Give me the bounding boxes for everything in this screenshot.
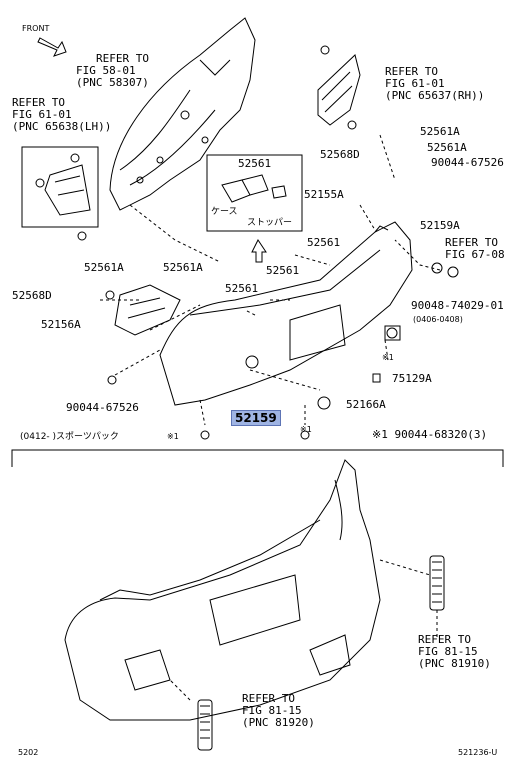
part-52561-inset[interactable]: 52561 bbox=[238, 157, 272, 170]
ref-fig61-rh-line1: REFER TO bbox=[385, 65, 438, 78]
part-90044-bottom[interactable]: 90044-67526 bbox=[66, 401, 139, 414]
ref-fig61-lh-line3: (PNC 65638(LH)) bbox=[12, 120, 112, 133]
part-52561a-mid[interactable]: 52561A bbox=[427, 141, 467, 154]
ref-fig81-b-line3: (PNC 81920) bbox=[242, 716, 315, 729]
ref-fig58-line3: (PNC 58307) bbox=[76, 76, 149, 89]
left-lamp-bracket bbox=[44, 164, 91, 216]
quarter-panel-shape bbox=[109, 17, 256, 211]
ref-fig81-b-line2: FIG 81-15 bbox=[242, 704, 302, 717]
ref-fig61-rh-line3: (PNC 65637(RH)) bbox=[385, 89, 485, 102]
front-label: FRONT bbox=[22, 24, 50, 33]
part-75129a[interactable]: 75129A bbox=[392, 372, 432, 385]
front-arrow-icon bbox=[37, 37, 67, 57]
side-bracket-52156a bbox=[114, 284, 181, 336]
part-52561-3[interactable]: 52561 bbox=[225, 282, 259, 295]
left-reflector bbox=[197, 699, 213, 751]
part-52568d-left[interactable]: 52568D bbox=[12, 289, 52, 302]
star-note-legend: ※1 90044-68320(3) bbox=[372, 428, 488, 441]
lower-plate-recess bbox=[209, 574, 301, 646]
part-90048[interactable]: 90048-74029-01 bbox=[411, 299, 504, 312]
case-stopper-inset-box bbox=[206, 154, 303, 232]
variant-label: (0412- )スポーツパック bbox=[20, 432, 119, 442]
footer-right: 521236-U bbox=[458, 748, 498, 757]
ref-fig67[interactable]: REFER TO FIG 67-08 bbox=[445, 237, 505, 261]
variant-bracket bbox=[11, 449, 504, 467]
ref-fig58-line2: FIG 58-01 bbox=[76, 64, 136, 77]
lower-bumper-cover bbox=[64, 459, 381, 721]
ref-fig58[interactable]: REFER TO FIG 58-01 (PNC 58307) bbox=[76, 53, 149, 89]
ref-fig67-line1: REFER TO bbox=[445, 236, 498, 249]
left-lamp-inset-box bbox=[21, 146, 99, 228]
part-52561-2[interactable]: 52561 bbox=[266, 264, 300, 277]
part-52568d-top[interactable]: 52568D bbox=[320, 148, 360, 161]
star-note-b: ※1 bbox=[300, 425, 312, 434]
ref-fig81-a-line1: REFER TO bbox=[418, 633, 471, 646]
part-52159a[interactable]: 52159A bbox=[420, 219, 460, 232]
ref-fig81-a-line3: (PNC 81910) bbox=[418, 657, 491, 670]
ref-fig81-a[interactable]: REFER TO FIG 81-15 (PNC 81910) bbox=[418, 634, 491, 670]
part-52561a-left1[interactable]: 52561A bbox=[84, 261, 124, 274]
star-note-a: ※1 bbox=[382, 353, 394, 362]
ref-fig61-lh-line2: FIG 61-01 bbox=[12, 108, 72, 121]
upper-bumper-cover bbox=[159, 221, 413, 406]
stopper-label: ストッパー bbox=[247, 218, 293, 228]
part-52561a-top[interactable]: 52561A bbox=[420, 125, 460, 138]
part-52166a[interactable]: 52166A bbox=[346, 398, 386, 411]
part-90044-top[interactable]: 90044-67526 bbox=[431, 156, 504, 169]
ref-fig67-line2: FIG 67-08 bbox=[445, 248, 505, 261]
part-52561a-left2[interactable]: 52561A bbox=[163, 261, 203, 274]
part-52159-highlighted[interactable]: 52159 bbox=[231, 410, 281, 426]
footer-left: 5202 bbox=[18, 748, 39, 757]
ref-fig81-b[interactable]: REFER TO FIG 81-15 (PNC 81920) bbox=[242, 693, 315, 729]
ref-fig61-lh-line1: REFER TO bbox=[12, 96, 65, 109]
star-note-c: ※1 bbox=[167, 432, 179, 441]
upper-plate-recess bbox=[289, 304, 346, 361]
ref-fig81-a-line2: FIG 81-15 bbox=[418, 645, 478, 658]
right-lamp-bracket bbox=[317, 54, 361, 126]
part-52155a[interactable]: 52155A bbox=[304, 188, 344, 201]
ref-fig61-rh-line2: FIG 61-01 bbox=[385, 77, 445, 90]
part-52156a[interactable]: 52156A bbox=[41, 318, 81, 331]
part-52561-1[interactable]: 52561 bbox=[307, 236, 341, 249]
case-label: ケース bbox=[211, 207, 238, 217]
ref-fig61-lh[interactable]: REFER TO FIG 61-01 (PNC 65638(LH)) bbox=[12, 97, 111, 133]
part-90048-date: (0406-0408) bbox=[413, 315, 463, 324]
ref-fig58-line1: REFER TO bbox=[96, 52, 149, 65]
ref-fig61-rh[interactable]: REFER TO FIG 61-01 (PNC 65637(RH)) bbox=[385, 66, 484, 102]
ref-fig81-b-line1: REFER TO bbox=[242, 692, 295, 705]
